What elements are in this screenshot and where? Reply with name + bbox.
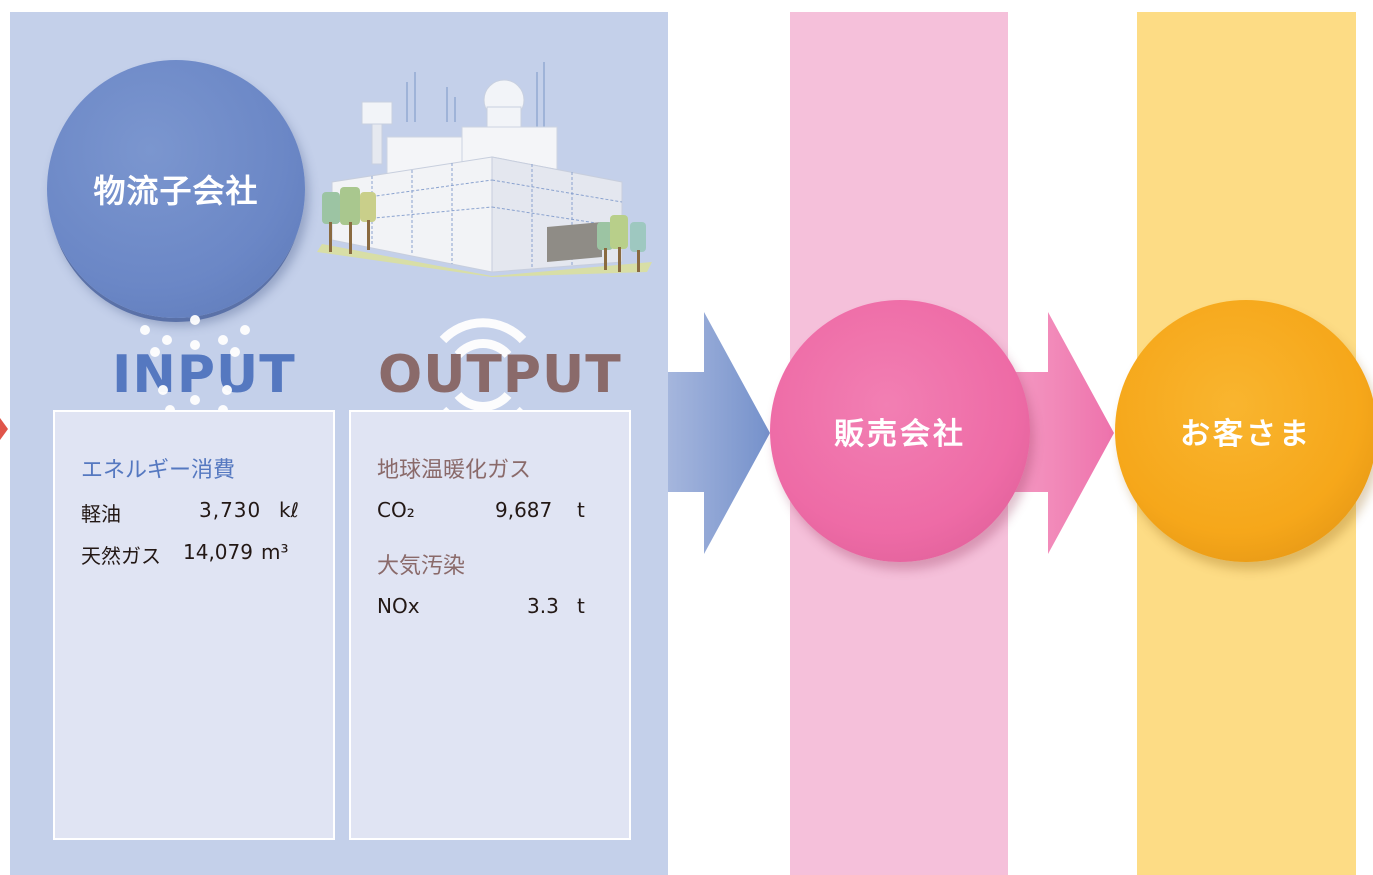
customer-label: お客さま bbox=[1180, 417, 1312, 452]
input-item-value: 14,079 bbox=[183, 540, 253, 564]
logistics-subsidiary-circle: 物流子会社 bbox=[47, 60, 305, 318]
output-item-value: 3.3 bbox=[527, 594, 559, 618]
flow-arrow-to-customer-icon bbox=[1008, 312, 1114, 554]
input-item-unit: kℓ bbox=[279, 498, 299, 522]
input-item-name: 天然ガス bbox=[81, 544, 161, 568]
output-item-value: 9,687 bbox=[495, 498, 553, 522]
output-item-unit: t bbox=[577, 594, 585, 618]
output-item-name: CO₂ bbox=[377, 498, 415, 522]
energy-consumption-title: エネルギー消費 bbox=[81, 458, 236, 483]
air-pollution-title: 大気汚染 bbox=[377, 554, 466, 579]
output-heading: OUTPUT bbox=[378, 345, 622, 405]
input-heading: INPUT bbox=[112, 345, 296, 405]
input-item-unit: m³ bbox=[261, 540, 289, 564]
flow-arrow-to-sales-icon bbox=[668, 312, 770, 554]
logistics-label: 物流子会社 bbox=[93, 172, 259, 210]
customer-circle: お客さま bbox=[1115, 300, 1373, 562]
sales-company-circle: 販売会社 bbox=[770, 300, 1030, 562]
input-box: エネルギー消費 軽油 3,730 kℓ 天然ガス 14,079 m³ bbox=[53, 410, 335, 840]
input-item-name: 軽油 bbox=[81, 502, 121, 526]
output-box: 地球温暖化ガス CO₂ 9,687 t 大気汚染 NOx 3.3 t bbox=[349, 410, 631, 840]
input-item-value: 3,730 bbox=[199, 498, 262, 522]
greenhouse-gas-title: 地球温暖化ガス bbox=[377, 458, 532, 483]
incoming-arrow-icon bbox=[0, 418, 8, 440]
factory-building-icon bbox=[317, 62, 652, 277]
output-item-unit: t bbox=[577, 498, 585, 522]
output-item-name: NOx bbox=[377, 594, 420, 618]
sales-label: 販売会社 bbox=[834, 417, 966, 452]
